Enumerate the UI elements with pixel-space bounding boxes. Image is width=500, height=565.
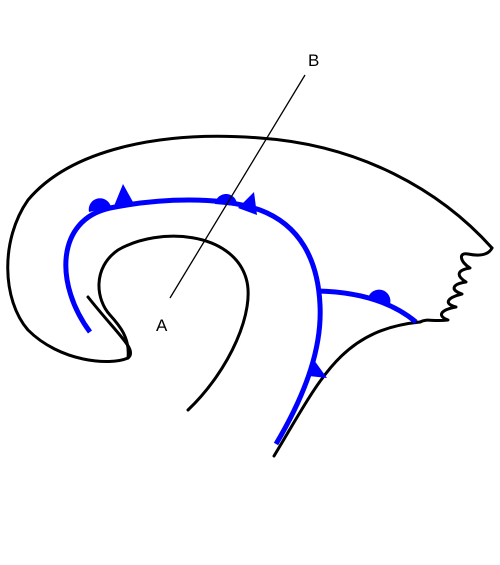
cold-front-triangle-1 xyxy=(114,184,133,206)
leader-line-a-b xyxy=(169,74,306,299)
cloud-outline-spiral xyxy=(6,134,494,364)
cold-front-triangle-3 xyxy=(309,360,327,378)
warm-front-line xyxy=(317,288,418,324)
cloud-outline-inner-hook xyxy=(97,234,250,412)
cloud-outline-serrated-edge xyxy=(418,246,494,324)
warm-front-semicircle-2 xyxy=(215,193,238,206)
warm-front-semicircle-1 xyxy=(88,198,111,212)
cold-front-line xyxy=(63,197,323,446)
label-a: A xyxy=(156,316,168,335)
cold-front-triangle-2 xyxy=(238,192,257,215)
warm-front-semicircle-3 xyxy=(368,289,391,304)
label-b: B xyxy=(308,51,319,70)
cloud-outline-lower xyxy=(272,320,422,458)
